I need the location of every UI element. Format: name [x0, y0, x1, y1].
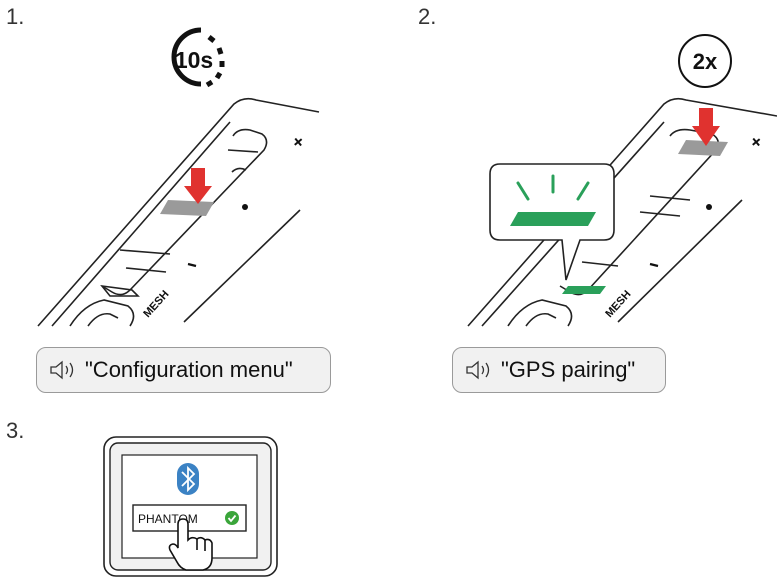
- check-circle-icon: [225, 511, 239, 525]
- dot-mark-1: [242, 204, 248, 210]
- glow-rays: [516, 174, 590, 201]
- press-count-badge: 2x: [678, 34, 732, 88]
- voice-prompt-1: "Configuration menu": [36, 347, 331, 393]
- led-callout-bubble: [489, 163, 615, 281]
- voice-prompt-2-text: "GPS pairing": [501, 357, 636, 382]
- step-1-number: 1.: [6, 4, 25, 29]
- speaker-sound-icon: [50, 360, 74, 380]
- minus-mark-2: [649, 262, 659, 268]
- plus-mark-1: +: [288, 131, 309, 153]
- device-body-1: [37, 97, 320, 327]
- bluetooth-icon: [177, 463, 199, 495]
- speaker-sound-icon: [466, 360, 490, 380]
- press-count-label: 2x: [693, 49, 718, 74]
- red-down-arrow-icon: [184, 168, 212, 204]
- plus-mark-2: +: [746, 131, 767, 153]
- mesh-label-2: MESH: [603, 288, 633, 320]
- status-led: [562, 286, 606, 294]
- mesh-label-1: MESH: [141, 288, 171, 320]
- callout-led: [510, 212, 596, 226]
- pointing-hand-icon: [168, 518, 213, 571]
- minus-mark-1: [187, 262, 197, 268]
- voice-prompt-1-text: "Configuration menu": [85, 357, 293, 382]
- timer-badge-label: 10s: [175, 47, 213, 73]
- top-button[interactable]: [678, 140, 728, 156]
- device-name: PHANTOM: [138, 512, 198, 526]
- step-3-illustration: PHANTOM: [103, 436, 278, 577]
- step-2-number: 2.: [418, 4, 437, 29]
- dot-mark-2: [706, 204, 712, 210]
- timer-badge: 10s: [171, 27, 225, 88]
- voice-prompt-2: "GPS pairing": [452, 347, 666, 393]
- center-button[interactable]: [160, 200, 214, 216]
- step-3-number: 3.: [6, 418, 25, 443]
- red-down-arrow-icon: [692, 108, 720, 146]
- step-1-illustration: 10s + MESH: [37, 27, 320, 327]
- step-2-illustration: 2x + MESH: [467, 34, 777, 327]
